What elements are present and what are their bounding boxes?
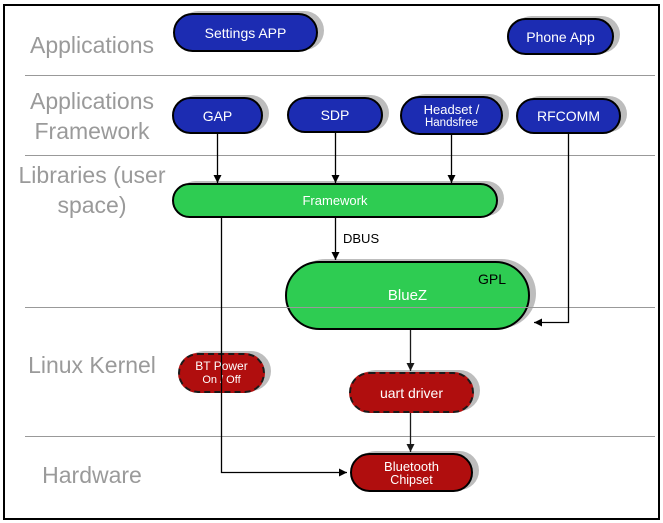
node-framework-label: Framework [302,193,368,208]
arrow-framework-to-chipset-via-btpower [220,218,347,477]
node-settings-app: Settings APP [173,13,318,52]
node-bt-power-line2: On / Off [202,374,241,386]
node-headset-line2: Handsfree [424,116,479,129]
node-phone-app: Phone App [507,18,614,55]
node-bluez-label: BlueZ [387,287,428,304]
node-rfcomm: RFCOMM [516,98,621,134]
layer-label-hardware: Hardware [42,462,142,488]
layer-label-libraries: Libraries (user space) [18,162,166,218]
node-uart-driver: uart driver [349,372,474,413]
layer-label-applications: Applications [29,32,155,58]
node-bt-chipset-line2: Chipset [390,472,433,487]
gpl-badge: GPL [477,271,506,287]
node-bluetooth-chipset: Bluetooth Chipset [350,453,473,492]
node-uart-driver-label: uart driver [379,384,444,401]
node-gap-label: GAP [202,107,233,124]
node-sdp: SDP [287,97,383,133]
node-bt-chipset-line1: Bluetooth [384,458,439,474]
layer-label-applications-framework: Applications Framework [29,88,155,144]
node-bluez: BlueZ GPL [285,261,530,330]
edge-label-dbus: DBUS [343,231,380,246]
node-bt-power: BT Power On / Off [178,353,265,393]
node-settings-app-label: Settings APP [204,24,287,41]
node-bt-power-line1: BT Power [195,359,248,373]
node-headset-line1: Headset / [423,101,480,117]
node-headset-handsfree: Headset / Handsfree [400,96,503,135]
node-sdp-label: SDP [320,107,350,123]
node-rfcomm-label: RFCOMM [537,108,600,124]
layer-label-linux-kernel: Linux Kernel [28,352,156,378]
arrow-rfcomm-to-bluez [534,134,570,327]
node-phone-app-label: Phone App [526,28,595,45]
node-framework: Framework [172,183,498,218]
node-gap: GAP [172,97,263,134]
